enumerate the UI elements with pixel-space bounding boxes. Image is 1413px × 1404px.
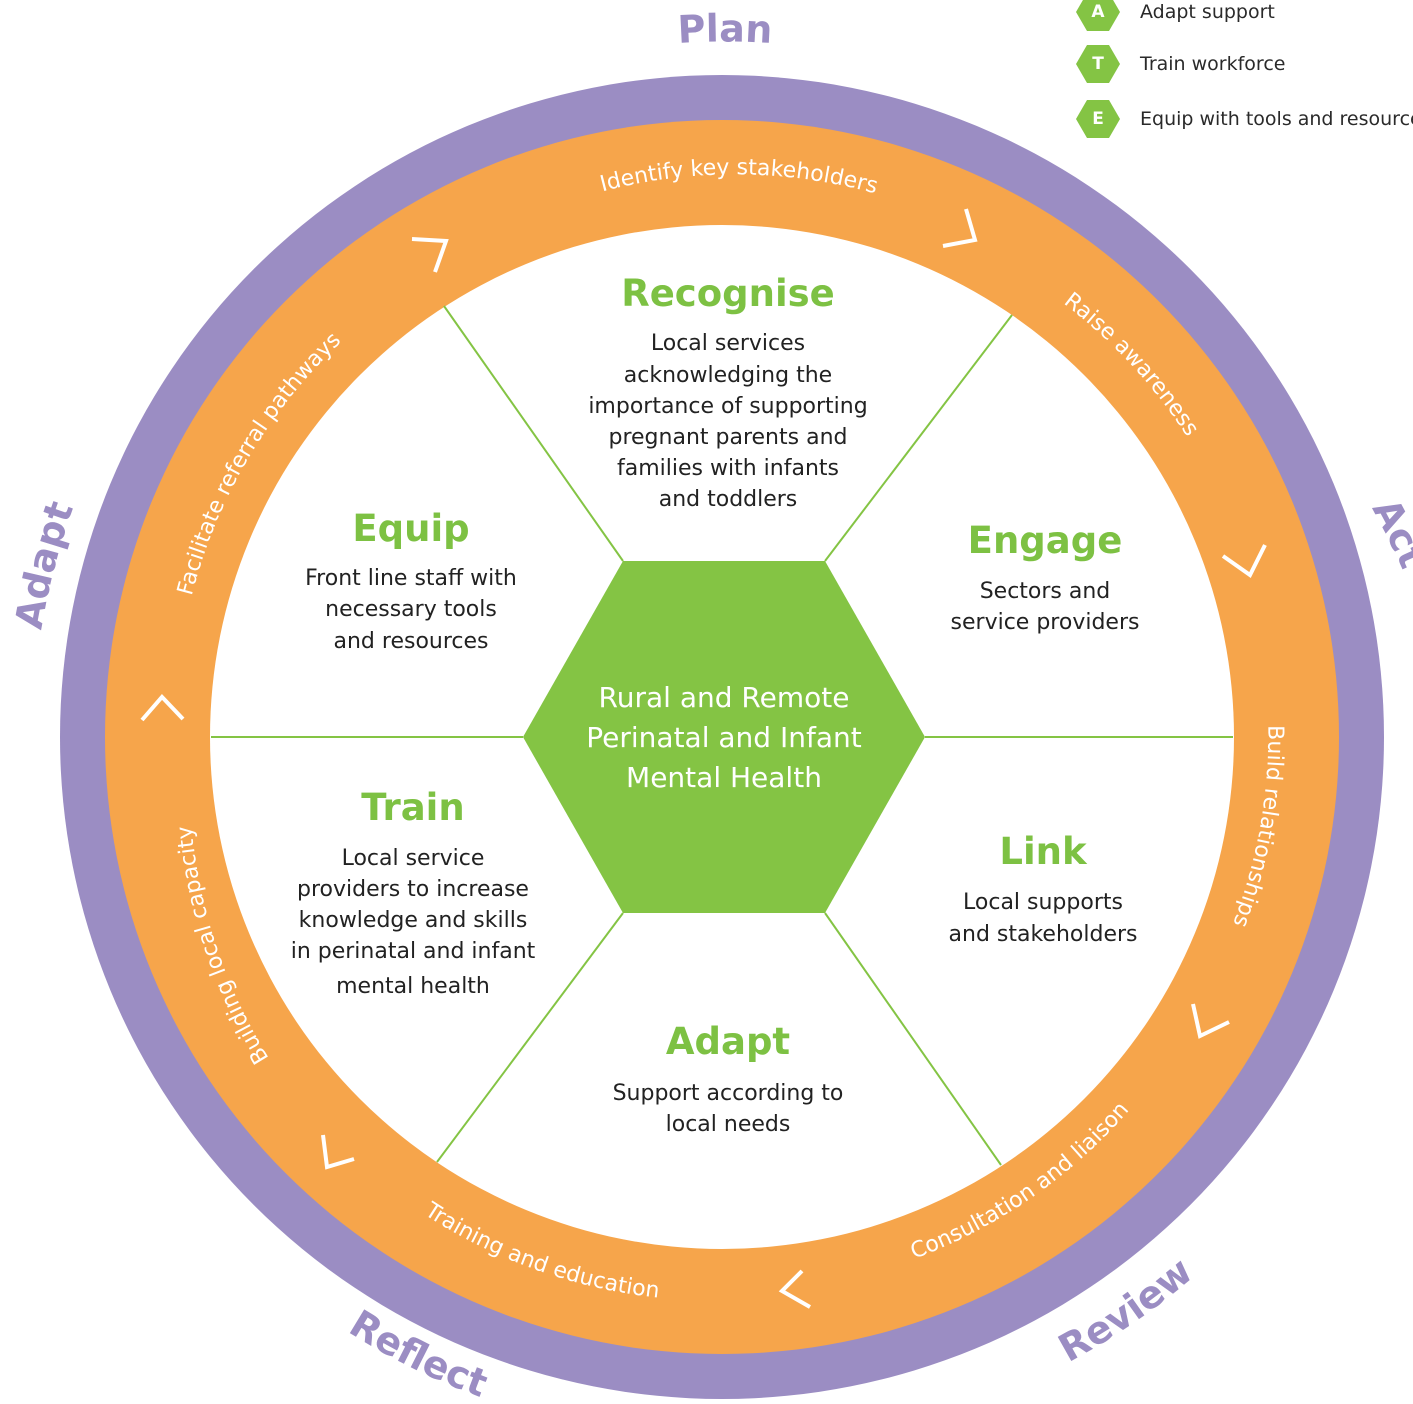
legend-item: E Equip with tools and resources <box>1076 97 1413 141</box>
section-text-train: providers to increase <box>297 877 529 902</box>
section-text-recognise: acknowledging the <box>624 363 832 388</box>
section-text-equip: and resources <box>334 629 489 654</box>
section-text-train: Local service <box>342 846 485 871</box>
hexagon-icon <box>1076 0 1120 31</box>
arrow-chevron-icon <box>411 237 449 273</box>
section-text-train: in perinatal and infant <box>291 939 536 964</box>
section-title-engage: Engage <box>968 519 1123 562</box>
legend-item: T Train workforce <box>1076 42 1413 86</box>
legend-letter: A <box>1091 2 1105 22</box>
phase-label-act: Act <box>1364 491 1413 574</box>
section-text-train: knowledge and skills <box>299 908 528 933</box>
section-text-equip: Front line staff with <box>305 566 517 591</box>
section-text-engage: service providers <box>951 610 1140 635</box>
section-text-equip: necessary tools <box>325 597 497 622</box>
legend-label: Train workforce <box>1140 53 1286 75</box>
section-title-link: Link <box>999 830 1088 873</box>
hexagon-icon <box>1076 45 1120 83</box>
section-text-recognise: pregnant parents and <box>609 425 848 450</box>
section-text-link: Local supports <box>963 890 1123 915</box>
section-text-recognise: and toddlers <box>659 487 798 512</box>
arrow-chevron-icon <box>140 694 185 722</box>
section-text-recognise: families with infants <box>617 456 839 481</box>
section-text-engage: Sectors and <box>980 579 1111 604</box>
section-dividers <box>211 305 1233 1166</box>
legend-item: A Adapt support <box>1076 0 1413 34</box>
arrow-chevron-icon <box>942 208 978 248</box>
center-title-line: Rural and Remote <box>599 681 850 714</box>
section-title-adapt: Adapt <box>666 1020 790 1063</box>
legend-letter: T <box>1092 54 1104 74</box>
section-title-recognise: Recognise <box>621 272 835 315</box>
arrow-chevron-icon <box>1221 544 1267 578</box>
hexagon-icon <box>1076 100 1120 138</box>
section-title-equip: Equip <box>352 507 469 550</box>
section-text-recognise: importance of supporting <box>588 394 867 419</box>
center-title-line: Mental Health <box>626 761 822 794</box>
legend: A Adapt support T Train workforce E Equi… <box>1076 0 1413 150</box>
legend-letter: E <box>1092 109 1104 129</box>
section-text-recognise: Local services <box>651 331 805 356</box>
section-text-adapt: local needs <box>666 1112 791 1137</box>
section-text-adapt: Support according to <box>613 1081 844 1106</box>
arrow-chevron-icon <box>778 1269 811 1309</box>
arrow-chevron-icon <box>321 1134 355 1170</box>
section-text-train: mental health <box>336 974 490 999</box>
center-title-line: Perinatal and Infant <box>586 721 861 754</box>
center-title: Rural and Remote Perinatal and Infant Me… <box>586 681 861 794</box>
phase-label-adapt: Adapt <box>7 496 82 633</box>
phase-label-plan: Plan <box>677 6 774 52</box>
section-title-train: Train <box>361 786 464 829</box>
center-hexagon <box>523 561 925 913</box>
legend-label: Equip with tools and resources <box>1140 108 1413 130</box>
legend-label: Adapt support <box>1140 1 1275 23</box>
section-text-link: and stakeholders <box>949 922 1138 947</box>
arrow-chevron-icon <box>1191 1003 1230 1039</box>
